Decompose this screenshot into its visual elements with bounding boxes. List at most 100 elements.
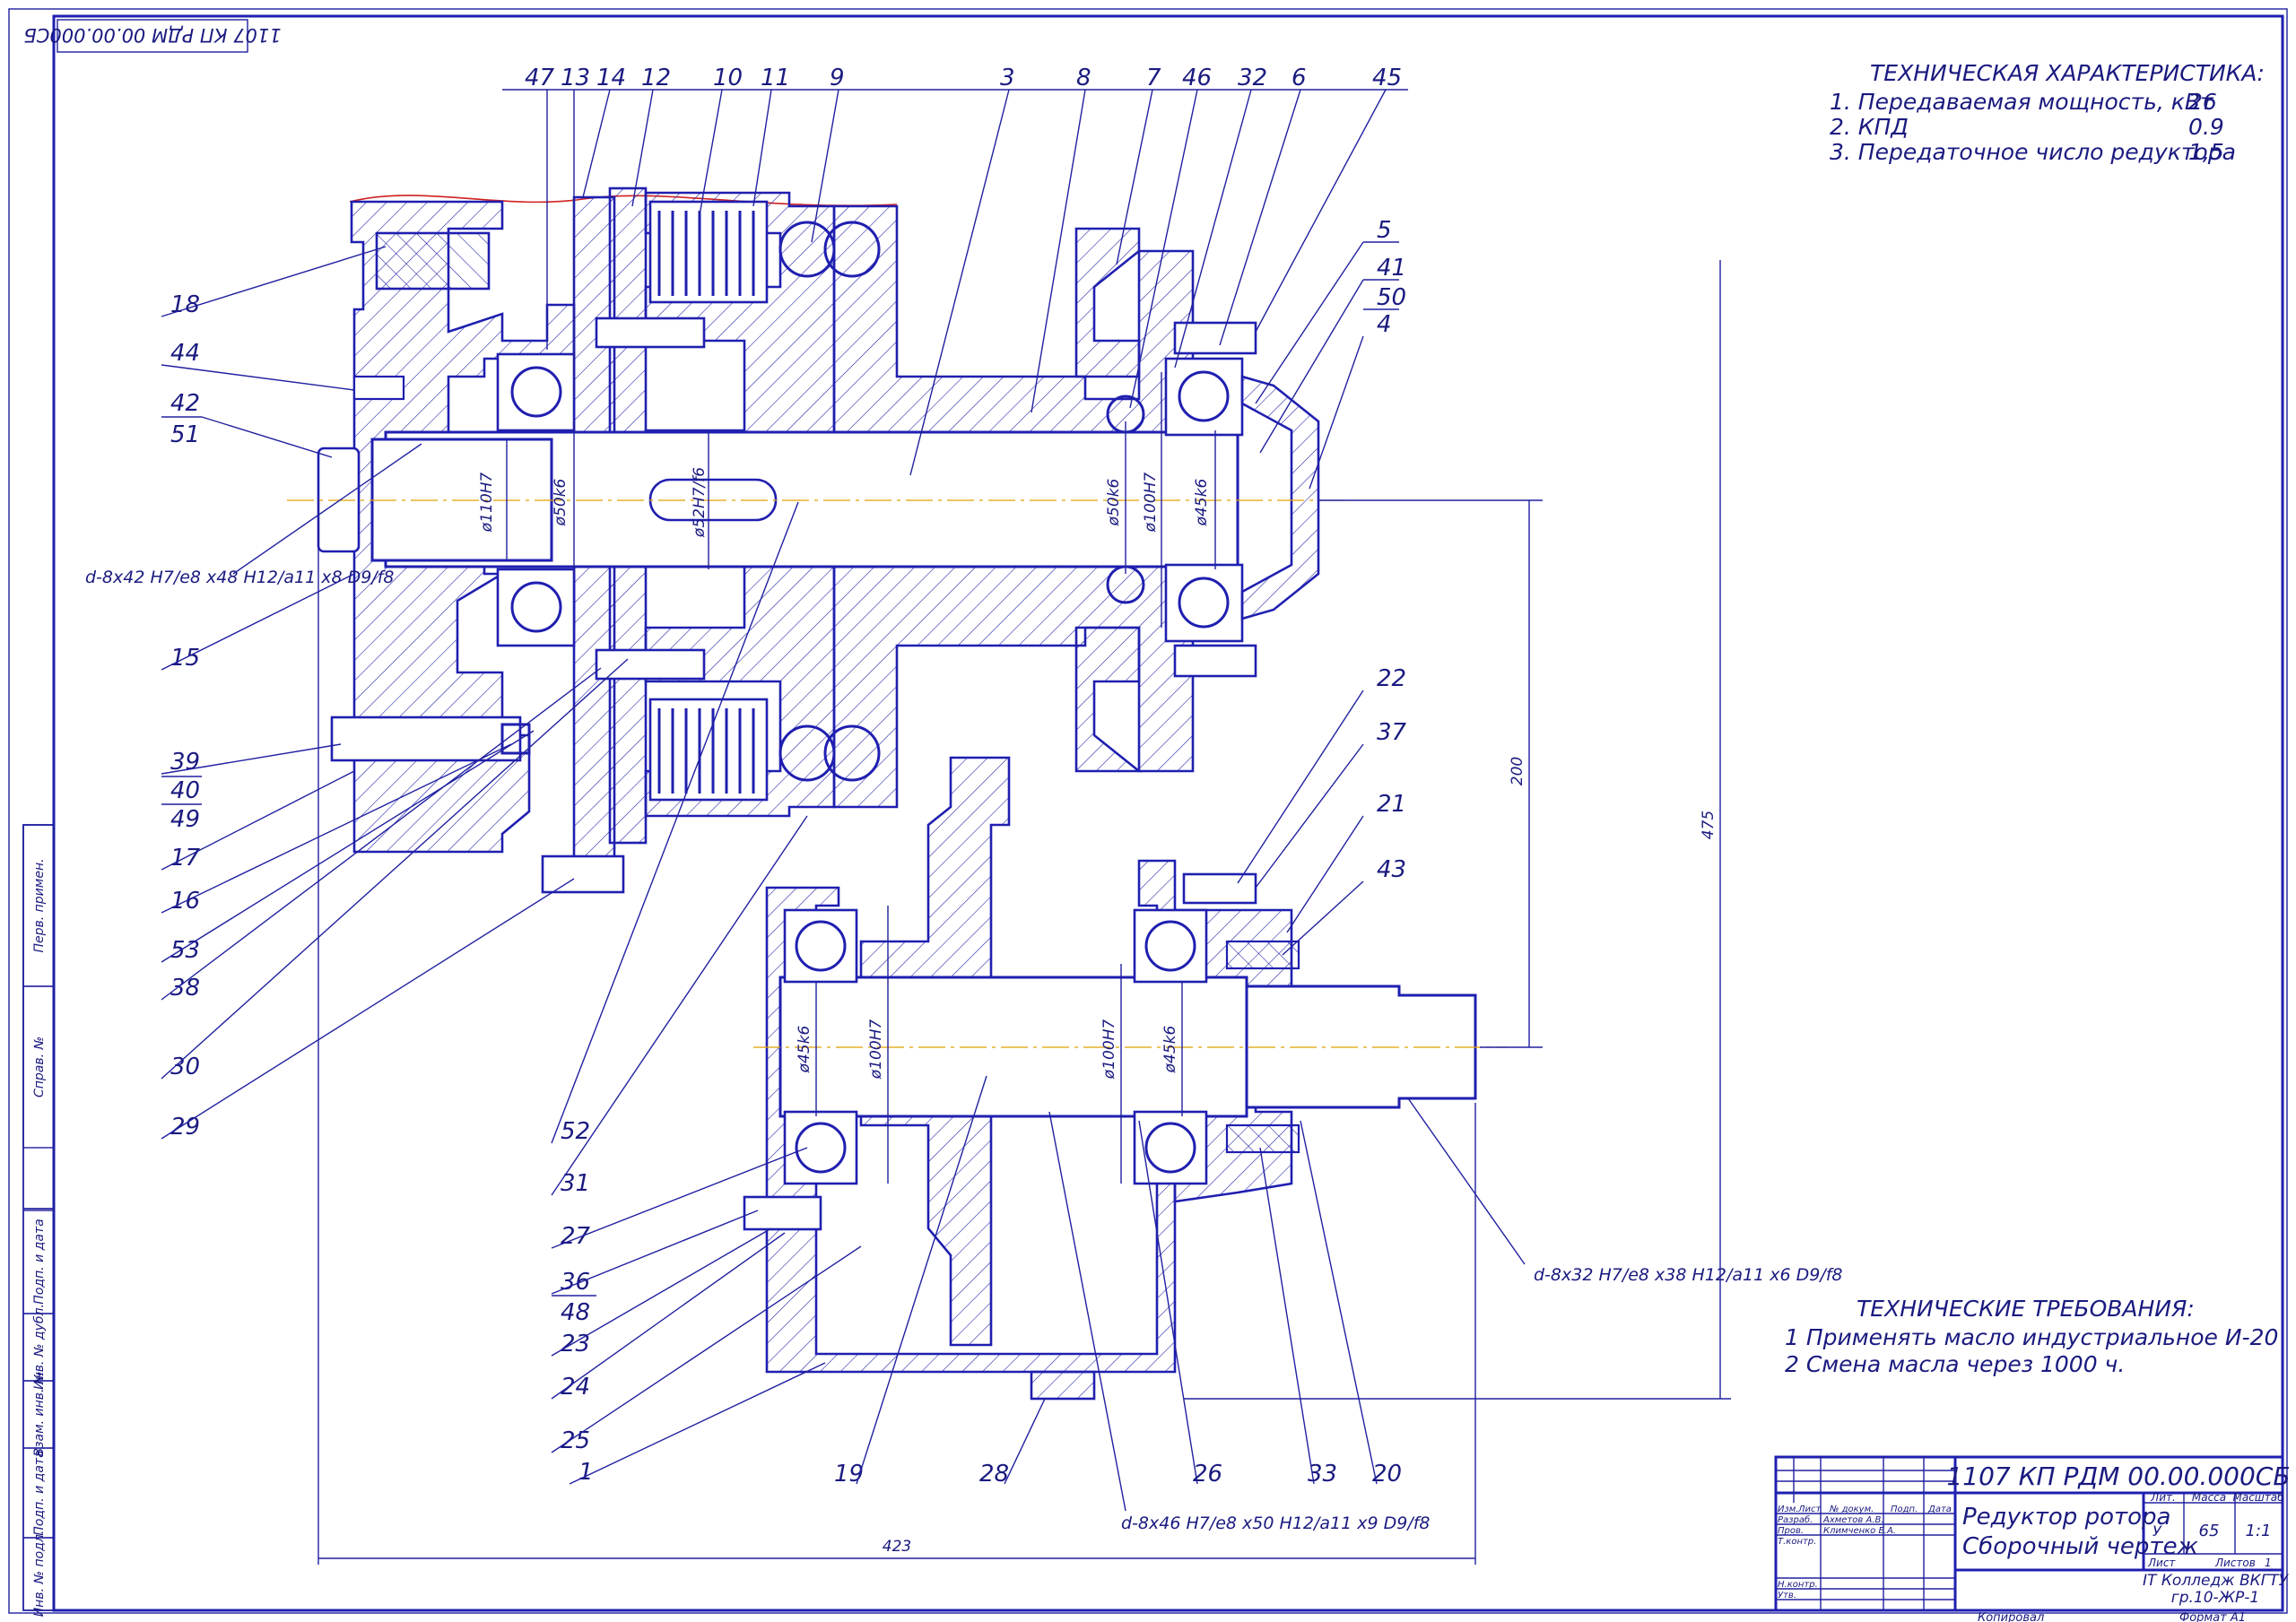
tech-char-row-1-value: 0.9 [2188,114,2224,140]
callout-27: 27 [561,1223,591,1250]
title-lit-value: У [2152,1522,2162,1540]
title-mass-header: Масса [2192,1491,2226,1504]
callout-32: 32 [1238,65,1267,91]
callout-20: 20 [1372,1461,1402,1488]
callout-41-arrow [1259,279,1364,454]
callout-27-leader [551,1147,808,1249]
spline-bottom: d-8x46 Н7/e8 x50 Н12/a11 x9 D9/f8 [1121,1514,1431,1533]
callout-51: 51 [170,421,200,448]
callout-37: 37 [1377,719,1407,746]
title-sheets-value: 1 [2265,1557,2272,1569]
callout-24-leader [551,1232,786,1400]
tech-char-row-2-value: 1,5 [2188,139,2224,165]
callout-18: 18 [170,291,200,318]
title-sheet-label: Лист [2147,1557,2176,1569]
title-name-line1: Редуктор ротора [1962,1504,2170,1531]
callout-38-leader [161,667,602,1001]
dim-d3: ø52Н7/f6 [691,467,709,538]
callout-40: 40 [170,777,200,804]
right-cover-lower [1074,626,1143,773]
callout-12-leader [631,89,654,207]
rotated-stamp-box [57,19,248,53]
seal-upper [1225,940,1300,970]
callout-41: 41 [1377,255,1406,282]
title-col-sign: Подп. [1891,1505,1918,1514]
dim-d1: ø110Н7 [478,473,496,533]
end-cap [1240,375,1320,620]
title-col-date: Дата [1927,1505,1952,1514]
callout-24-visible: 24 [561,1374,590,1401]
side-strip-label-5: Подп. и дата [32,1450,47,1535]
title-lit-header: Лит. [2150,1491,2176,1504]
title-row-3-role: Н.контр. [1778,1580,1818,1590]
callout-46-leader [1129,89,1198,409]
callout-22: 22 [1377,665,1406,692]
callout-3: 3 [1000,65,1015,91]
callout-3-leader [909,89,1010,476]
callout-43: 43 [1377,856,1406,883]
tech-char-row-0-label: 1. Передаваемая мощность, кВт [1830,89,2214,115]
tech-char-row-0-value: 26 [2188,89,2217,115]
callout-23: 23 [561,1331,590,1357]
title-scale-header: Масштаб [2232,1491,2284,1504]
callout-7-leader [1116,89,1153,265]
callout-11-leader [752,89,772,207]
callout-44-leader [161,364,355,391]
dim-d9: ø100Н7 [1100,1019,1118,1080]
callout-18-leader [161,246,387,317]
spline-bottom-leader [1048,1111,1126,1512]
title-row-2-role: Т.контр. [1778,1537,1816,1547]
title-col-izm: Изм. [1778,1505,1799,1514]
callout-5-arrow [1255,241,1364,404]
callout-44: 44 [170,340,200,367]
callout-22-leader [1237,690,1364,884]
callout-12: 12 [641,65,671,91]
tech-characteristics: ТЕХНИЧЕСКАЯ ХАРАКТЕРИСТИКА: 1. Передавае… [1830,60,2265,165]
side-strip-label-0: Перв. примен. [32,858,47,952]
callout-15-leader [161,573,355,671]
callout-14: 14 [596,65,626,91]
callout-52-leader [551,501,799,1144]
callout-8-leader [1031,89,1086,413]
callout-39-leader [161,743,342,775]
callout-8: 8 [1076,65,1091,91]
callout-23-leader [551,1227,772,1357]
callout-10-leader [699,89,723,216]
side-strip-label-3: Инв. № дубл. [32,1304,47,1390]
callout-20-leader [1300,1120,1378,1485]
rotated-stamp-text: 1107 КП РДМ 00.00.000СБ [23,24,281,46]
spline-right: d-8x32 Н7/e8 x38 Н12/a11 x6 D9/f8 [1534,1265,1843,1285]
callout-43-leader [1282,880,1364,956]
side-strip-label-2: Подп. и дата [32,1219,47,1304]
dim-d7: ø45k6 [796,1025,813,1073]
dim-200: 200 [1509,757,1526,785]
callout-6: 6 [1292,65,1307,91]
callout-21: 21 [1377,791,1406,818]
spline-left-leader [232,443,422,575]
callout-45-leader [1255,89,1387,333]
title-scale-value: 1:1 [2246,1522,2272,1540]
callout-11: 11 [761,65,790,91]
overall-dims [317,260,1731,1565]
output-shaft-end [1245,984,1477,1109]
spline-left: d-8x42 Н7/e8 x48 Н12/a11 x8 D9/f8 [85,568,395,587]
callout-19: 19 [834,1461,864,1488]
callout-25-leader [551,1245,862,1453]
callout-37-leader [1255,743,1364,889]
title-row-1-role: Пров. [1778,1526,1804,1536]
assembly-view: ø110Н7 ø50k6 ø52Н7/f6 ø50k6 ø100Н7 ø45k6… [85,186,1843,1565]
callout-52: 52 [561,1118,590,1145]
callout-19-leader [856,1075,987,1485]
callout-14-leader [582,89,611,198]
side-strip-upper [22,824,55,1149]
callout-1: 1 [578,1459,594,1486]
callout-13: 13 [561,65,590,91]
callout-5: 5 [1377,217,1392,244]
title-format: Формат А1 [2179,1611,2246,1622]
callout-17-leader [161,770,355,871]
dim-d6: ø45k6 [1193,478,1211,526]
title-name-line2: Сборочный чертеж [1962,1533,2199,1560]
callout-26-leader [1138,1120,1198,1485]
dim-d5: ø100Н7 [1142,473,1160,533]
